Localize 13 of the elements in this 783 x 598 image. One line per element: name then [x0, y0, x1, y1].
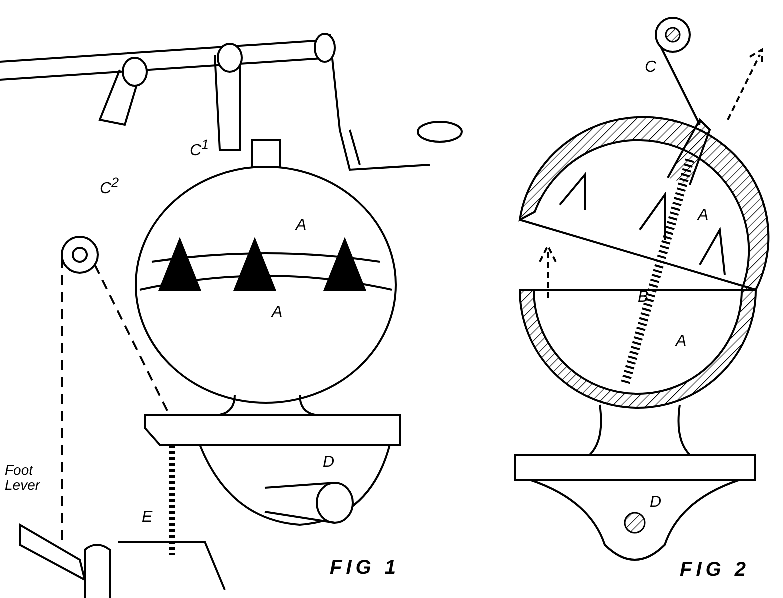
part-label: A — [698, 208, 709, 225]
part-label: C$^{2}$ — [100, 176, 119, 198]
figure-label: FIG 2 — [680, 560, 750, 581]
part-label: A — [676, 334, 687, 351]
part-label: A — [296, 218, 307, 235]
part-label: D — [650, 495, 662, 512]
part-label: E — [142, 510, 153, 527]
part-label: D — [323, 455, 335, 472]
figure-label: FIG 1 — [330, 558, 400, 579]
part-label: C — [645, 60, 657, 77]
part-label: A — [272, 305, 283, 322]
part-label: Foot Lever — [5, 463, 42, 492]
part-label: C$^{1}$ — [190, 138, 209, 160]
